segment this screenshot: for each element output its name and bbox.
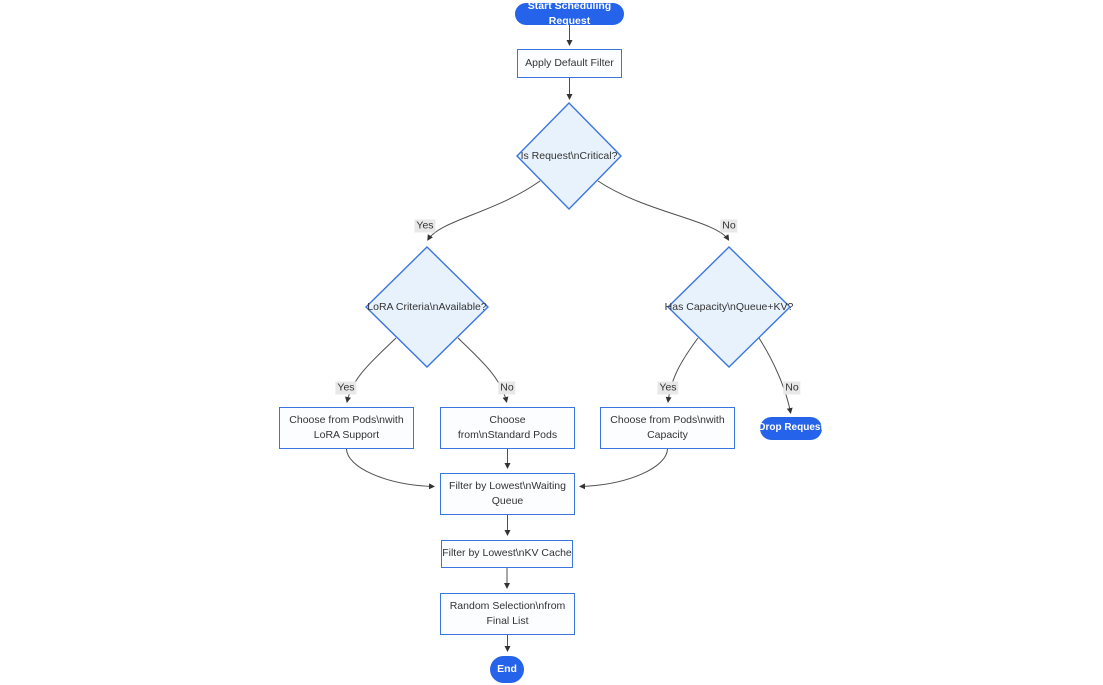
edge-label-critical-yes: Yes xyxy=(414,219,436,233)
node-label: Choose from\nStandard Pods xyxy=(457,413,558,441)
node-label: Random Selection\nfrom Final List xyxy=(449,599,566,627)
node-choose-capacity-pods: Choose from Pods\nwith Capacity xyxy=(600,407,735,449)
node-label: Filter by Lowest\nWaiting Queue xyxy=(449,479,566,507)
node-filter-waiting-queue: Filter by Lowest\nWaiting Queue xyxy=(440,473,575,515)
edge-label-capacity-yes: Yes xyxy=(657,381,679,395)
node-choose-standard-pods: Choose from\nStandard Pods xyxy=(440,407,575,449)
edge-lora-yes xyxy=(345,337,397,403)
node-drop-request: Drop Request xyxy=(758,417,824,440)
node-label: Choose from Pods\nwith Capacity xyxy=(610,413,725,441)
edge-critical-yes xyxy=(427,180,541,241)
node-label: End xyxy=(497,662,517,675)
decision-diamond-lora-available xyxy=(365,246,489,368)
edge-choosecap-to-filterwait xyxy=(579,448,668,490)
decision-diamond-is-critical xyxy=(516,102,622,210)
node-choose-lora-pods: Choose from Pods\nwith LoRA Support xyxy=(279,407,414,449)
node-random-selection: Random Selection\nfrom Final List xyxy=(440,593,575,635)
node-label: Drop Request xyxy=(758,422,824,434)
node-label-lora-available: LoRA Criteria\nAvailable? xyxy=(367,301,487,313)
node-filter-kv-cache: Filter by Lowest\nKV Cache xyxy=(441,540,573,568)
node-label-has-capacity: Has Capacity\nQueue+KV? xyxy=(664,301,794,313)
decision-diamond-has-capacity xyxy=(667,246,791,368)
node-label-is-critical: Is Request\nCritical? xyxy=(520,150,618,162)
edge-label-capacity-no: No xyxy=(783,381,801,395)
node-label: Choose from Pods\nwith LoRA Support xyxy=(289,413,404,441)
node-start-scheduling-request: Start Scheduling Request xyxy=(515,0,624,27)
node-end: End xyxy=(490,656,524,683)
edge-label-critical-no: No xyxy=(720,219,738,233)
node-label: Start Scheduling Request xyxy=(527,0,612,27)
node-label: Apply Default Filter xyxy=(525,56,614,69)
edge-chooselora-to-filterwait xyxy=(346,448,435,490)
edge-capacity-no xyxy=(758,337,793,414)
node-apply-default-filter: Apply Default Filter xyxy=(517,49,622,78)
edge-lora-no xyxy=(457,337,509,403)
edge-capacity-yes xyxy=(665,337,699,403)
edge-label-lora-yes: Yes xyxy=(335,381,357,395)
edge-label-lora-no: No xyxy=(498,381,516,395)
node-label: Filter by Lowest\nKV Cache xyxy=(442,547,572,560)
edge-critical-no xyxy=(597,180,730,241)
